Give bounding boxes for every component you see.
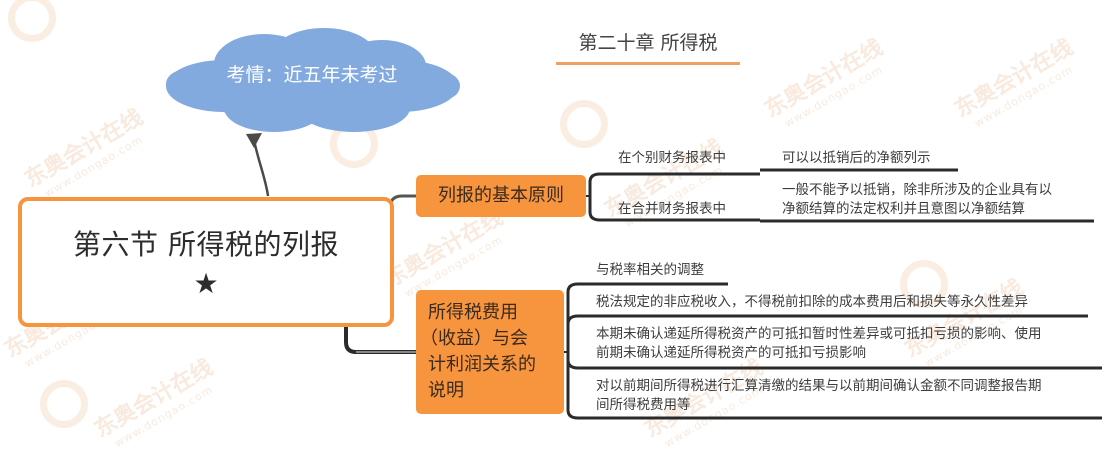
star-icon: ★ — [193, 267, 219, 300]
cloud-callout-shape — [166, 28, 460, 132]
leaf-tax-rate-adjustment[interactable]: 与税率相关的调整 — [596, 262, 704, 278]
connector-lines — [246, 133, 1102, 420]
branch-label-line: 说明 — [428, 380, 464, 401]
leaf-unrecognized-dta-line-2[interactable]: 前期未确认递延所得税资产的可抵扣亏损影响 — [596, 345, 866, 361]
chapter-title: 第二十章 所得税 — [578, 32, 718, 54]
leaf-individual-statements[interactable]: 在个别财务报表中 — [618, 150, 726, 166]
leaf-unrecognized-dta-line-1[interactable]: 本期未确认递延所得税资产的可抵扣暂时性差异或可抵扣亏损的影响、使用 — [596, 326, 1042, 342]
branch-label-line: 所得税费用 — [428, 302, 518, 323]
branch-tax-expense-vs-accounting-profit[interactable]: 所得税费用 （收益）与会 计利润关系的 说明 — [416, 290, 564, 414]
central-topic-title: 第六节 所得税的列报 — [73, 228, 339, 261]
branch-label-line: （收益）与会 — [420, 328, 528, 349]
branch-label: 列报的基本原则 — [438, 185, 564, 206]
chapter-title-underline — [556, 62, 740, 65]
leaf-individual-statements-detail[interactable]: 可以以抵销后的净额列示 — [782, 150, 931, 166]
leaf-permanent-differences[interactable]: 税法规定的非应税收入，不得税前扣除的成本费用后和损失等永久性差异 — [596, 294, 1028, 310]
leaf-consolidated-statements[interactable]: 在合并财务报表中 — [618, 201, 726, 217]
exam-frequency-callout: 考情：近五年未考过 — [226, 64, 398, 86]
leaf-consolidated-statements-detail-line-1[interactable]: 一般不能予以抵销，除非所涉及的企业具有以 — [782, 182, 1052, 198]
leaf-consolidated-statements-detail-line-2[interactable]: 净额结算的法定权利并且意图以净额结算 — [782, 201, 1025, 217]
leaf-prior-period-settlement-line-1[interactable]: 对以前期间所得税进行汇算清缴的结果与以前期间确认金额不同调整报告期 — [596, 378, 1042, 394]
leaf-prior-period-settlement-line-2[interactable]: 间所得税费用等 — [596, 397, 691, 413]
branch-label-line: 计利润关系的 — [428, 354, 536, 375]
central-topic-node[interactable]: 第六节 所得税的列报 ★ — [18, 197, 394, 327]
branch-basic-principles[interactable]: 列报的基本原则 — [416, 175, 586, 217]
